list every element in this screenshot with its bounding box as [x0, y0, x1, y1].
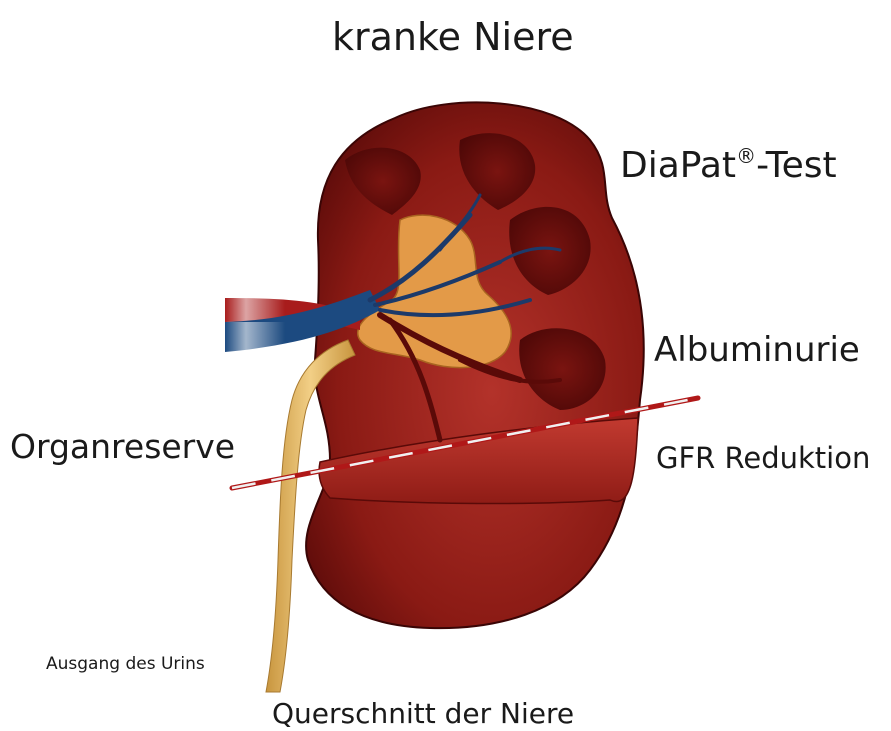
label-organreserve: Organreserve: [10, 430, 235, 463]
label-diapat-suffix: -Test: [756, 145, 837, 186]
registered-mark: ®: [736, 144, 756, 168]
caption-querschnitt: Querschnitt der Niere: [272, 700, 574, 728]
label-ausgang-urin: Ausgang des Urins: [46, 656, 205, 673]
label-gfr-reduktion: GFR Reduktion: [656, 444, 870, 473]
label-albuminurie: Albuminurie: [654, 333, 860, 367]
diagram-title: kranke Niere: [332, 18, 574, 56]
label-diapat-name: DiaPat: [620, 145, 736, 186]
label-diapat-test: DiaPat®-Test: [620, 146, 837, 184]
